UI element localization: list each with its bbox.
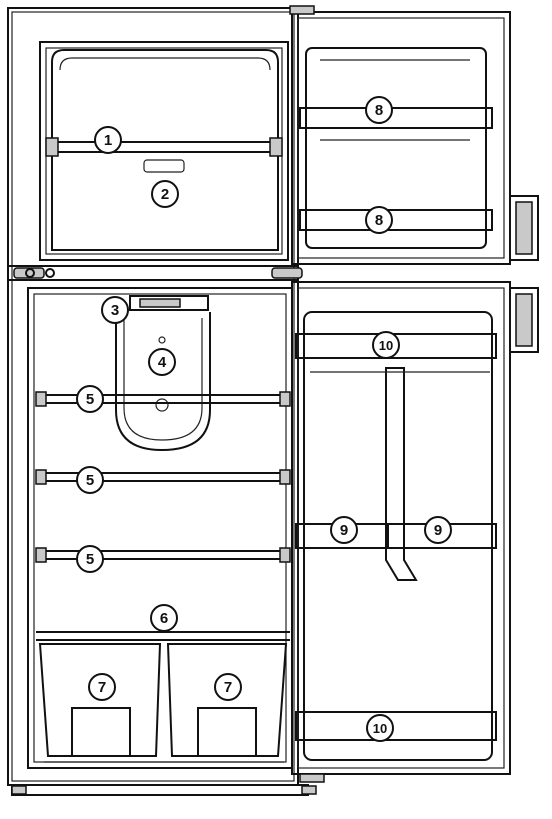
cabinet-body xyxy=(7,7,317,796)
callout-5-bottom: 5 xyxy=(76,545,104,573)
callout-4: 4 xyxy=(148,348,176,376)
fresh-food-compartment xyxy=(27,287,293,769)
callout-10-top: 10 xyxy=(372,331,400,359)
callout-7-right: 7 xyxy=(214,673,242,701)
callout-8-top: 8 xyxy=(365,96,393,124)
callout-5-middle: 5 xyxy=(76,466,104,494)
callout-2: 2 xyxy=(151,180,179,208)
fresh-food-door xyxy=(291,281,539,783)
callout-9-left: 9 xyxy=(330,516,358,544)
callout-3: 3 xyxy=(101,296,129,324)
callout-10-bottom: 10 xyxy=(366,714,394,742)
callout-8-bottom: 8 xyxy=(365,206,393,234)
callout-9-right: 9 xyxy=(424,516,452,544)
freezer-compartment xyxy=(39,41,289,261)
callout-5-top: 5 xyxy=(76,385,104,413)
callout-6: 6 xyxy=(150,604,178,632)
callout-7-left: 7 xyxy=(88,673,116,701)
middle-hinge xyxy=(7,265,303,281)
callout-1: 1 xyxy=(94,126,122,154)
freezer-door xyxy=(289,5,539,265)
